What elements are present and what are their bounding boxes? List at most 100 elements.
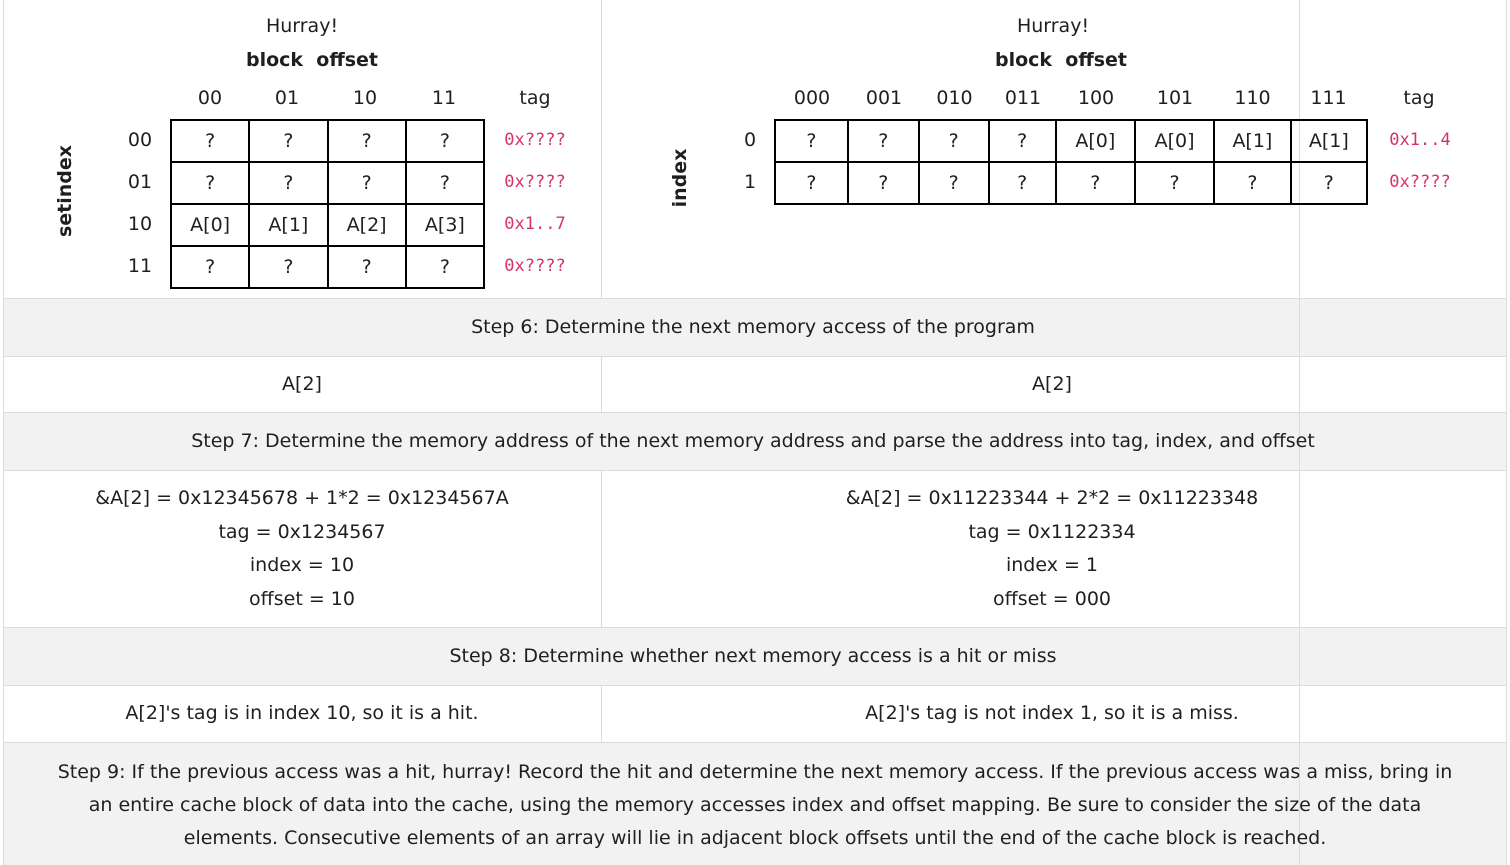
column-header: 00 xyxy=(197,87,223,109)
cache-cell: ? xyxy=(774,119,849,163)
step6-band xyxy=(3,299,1507,356)
step9-band xyxy=(3,743,1507,865)
cache-cell: ? xyxy=(248,161,329,205)
cache-cell: ? xyxy=(917,119,990,163)
cache-cell: A[0] xyxy=(1133,119,1216,163)
cache-cell: ? xyxy=(1133,161,1216,205)
cache-cell: ? xyxy=(169,245,251,289)
cache-cell: ? xyxy=(326,119,407,163)
cache-cell: ? xyxy=(404,119,486,163)
column-header: 11 xyxy=(431,87,457,109)
divider xyxy=(601,0,602,298)
divider xyxy=(3,356,1507,357)
step7-right-address: &A[2] = 0x11223344 + 2*2 = 0x11223348 xyxy=(845,487,1259,509)
row-index: 0 xyxy=(743,129,757,151)
row-index: 11 xyxy=(127,255,153,277)
column-header: 011 xyxy=(1004,87,1042,109)
cache-cell: ? xyxy=(1213,161,1292,205)
column-header: 110 xyxy=(1234,87,1271,109)
step7-left-tag: tag = 0x1234567 xyxy=(218,521,386,543)
cache-cell: ? xyxy=(326,245,407,289)
cache-cell: ? xyxy=(1289,161,1369,205)
cache-cell: ? xyxy=(846,161,920,205)
divider xyxy=(3,298,1507,299)
divider xyxy=(3,685,1507,686)
column-header: 01 xyxy=(274,87,300,109)
step6-title: Step 6: Determine the next memory access… xyxy=(471,316,1035,338)
tag-header: tag xyxy=(1403,87,1435,109)
hurray-label: Hurray! xyxy=(265,15,339,37)
cache-cell: ? xyxy=(169,161,251,205)
cache-cell: ? xyxy=(846,119,920,163)
step7-left-address: &A[2] = 0x12345678 + 1*2 = 0x1234567A xyxy=(95,487,509,509)
hurray-label: Hurray! xyxy=(1016,15,1090,37)
cache-cell: A[3] xyxy=(404,203,486,247)
column-header: 101 xyxy=(1156,87,1194,109)
cache-cell: A[2] xyxy=(326,203,407,247)
block-offset-label: block offset xyxy=(994,49,1128,71)
divider xyxy=(3,470,1507,471)
step8-band xyxy=(3,628,1507,685)
cache-cell: ? xyxy=(326,161,407,205)
block-offset-label: block offset xyxy=(245,49,379,71)
row-tag: 0x1..4 xyxy=(1389,130,1451,150)
row-tag: 0x1..7 xyxy=(504,214,566,234)
row-index: 1 xyxy=(743,171,757,193)
step6-right-value: A[2] xyxy=(1032,373,1072,395)
row-index: 01 xyxy=(127,171,153,193)
step7-right-offset: offset = 000 xyxy=(992,588,1112,610)
divider xyxy=(601,685,602,743)
cache-cell: ? xyxy=(987,161,1057,205)
column-header: 001 xyxy=(865,87,903,109)
step7-band xyxy=(3,413,1507,470)
cache-cell: A[0] xyxy=(169,203,251,247)
row-tag: 0x???? xyxy=(1389,172,1451,192)
cache-cell: ? xyxy=(248,245,329,289)
divider xyxy=(601,470,602,628)
step7-left-offset: offset = 10 xyxy=(249,588,355,610)
column-header: 111 xyxy=(1310,87,1347,109)
tag-header: tag xyxy=(519,87,551,109)
step8-left-result: A[2]'s tag is in index 10, so it is a hi… xyxy=(125,702,479,724)
divider xyxy=(601,356,602,413)
row-tag: 0x???? xyxy=(504,256,566,276)
left-cache-table: ? ? ? ? ? ? ? ? A[0] A[1] A[2] A[3] ? ? … xyxy=(169,119,486,289)
cache-cell: ? xyxy=(1054,161,1136,205)
divider xyxy=(3,627,1507,628)
row-tag: 0x???? xyxy=(504,130,566,150)
row-tag: 0x???? xyxy=(504,172,566,192)
column-header: 000 xyxy=(793,87,831,109)
step7-left-index: index = 10 xyxy=(249,554,355,576)
cache-cell: ? xyxy=(774,161,849,205)
cache-cell: ? xyxy=(404,161,486,205)
divider xyxy=(3,0,4,865)
step8-right-result: A[2]'s tag is not index 1, so it is a mi… xyxy=(865,702,1239,724)
setindex-axis-label: setindex xyxy=(54,144,76,238)
divider xyxy=(3,412,1507,413)
column-header: 010 xyxy=(936,87,973,109)
cache-cell: ? xyxy=(169,119,251,163)
column-header: 100 xyxy=(1077,87,1115,109)
step8-title: Step 8: Determine whether next memory ac… xyxy=(449,645,1057,667)
divider xyxy=(1506,0,1507,865)
row-index: 10 xyxy=(127,213,153,235)
divider xyxy=(1299,0,1300,865)
cache-cell: ? xyxy=(987,119,1057,163)
row-index: 00 xyxy=(127,129,153,151)
cache-cell: ? xyxy=(917,161,990,205)
step9-line: an entire cache block of data into the c… xyxy=(88,794,1422,816)
step9-line: Step 9: If the previous access was a hit… xyxy=(57,761,1453,783)
cache-cell: A[1] xyxy=(1213,119,1292,163)
cache-cell: A[1] xyxy=(1289,119,1369,163)
step7-title: Step 7: Determine the memory address of … xyxy=(191,430,1315,452)
right-cache-table: ? ? ? ? A[0] A[0] A[1] A[1] ? ? ? ? ? ? … xyxy=(774,119,1369,205)
column-header: 10 xyxy=(352,87,378,109)
cache-cell: A[0] xyxy=(1054,119,1136,163)
step7-right-index: index = 1 xyxy=(1005,554,1099,576)
step7-right-tag: tag = 0x1122334 xyxy=(968,521,1136,543)
cache-cell: ? xyxy=(248,119,329,163)
step9-line: elements. Consecutive elements of an arr… xyxy=(183,827,1327,849)
step6-left-value: A[2] xyxy=(282,373,322,395)
divider xyxy=(3,742,1507,743)
cache-cell: ? xyxy=(404,245,486,289)
